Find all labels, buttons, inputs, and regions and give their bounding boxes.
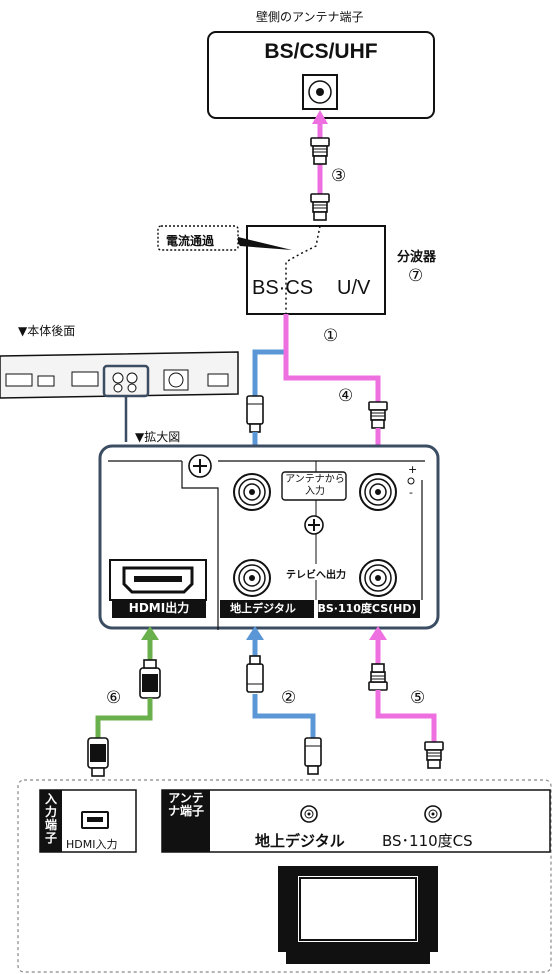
- cable-number-5: ⑤: [410, 688, 426, 708]
- tv-area: [17, 779, 552, 973]
- bs110-port-label: BS·110度CS(HD): [317, 602, 417, 615]
- svg-text:+: +: [408, 463, 417, 476]
- antenna-in-label: アンテナから入力: [285, 474, 345, 497]
- splitter-bs-cs-label: BS·CS: [252, 277, 314, 299]
- f-connector-4: [368, 401, 388, 429]
- hdmi-out-label: HDMI出力: [128, 601, 190, 615]
- cable-number-6: ⑥: [106, 688, 122, 708]
- cable-5: [368, 626, 444, 769]
- current-pass-label: 電流通過: [166, 234, 215, 248]
- tv-antenna-terminal-label: アンテナ端子: [167, 791, 204, 818]
- splitter-uv-label: U/V: [337, 277, 371, 299]
- rear-view-label: ▼本体後面: [18, 324, 76, 338]
- plug-connector-2a: [246, 655, 264, 693]
- wall-terminal-title: BS/CS/UHF: [264, 40, 378, 63]
- antenna-in-jack-terrestrial: [233, 473, 271, 511]
- cable-number-4: ④: [338, 386, 354, 406]
- rear-panel-zoom: + -: [98, 444, 440, 630]
- splitter-label: 分波器: [397, 250, 437, 265]
- tv-out-jack-terrestrial: [233, 559, 271, 597]
- f-connector-5b: [424, 741, 444, 769]
- splitter-number: ⑦: [408, 266, 424, 286]
- hdmi-plug-6b: [87, 737, 109, 777]
- f-connector-bottom: [310, 193, 330, 221]
- tv-terrestrial-label: 地上デジタル: [255, 832, 345, 850]
- wall-terminal-caption: 壁側のアンテナ端子: [256, 10, 364, 24]
- cable-2: [246, 626, 322, 775]
- zoom-view-label: ▼拡大図: [135, 430, 181, 444]
- tv-input-terminal-label: 入力端子: [44, 792, 57, 845]
- svg-text:-: -: [409, 486, 413, 499]
- hdmi-plug-6a: [139, 659, 161, 699]
- terrestrial-port-label: 地上デジタル: [230, 602, 296, 615]
- plug-connector-1: [246, 395, 264, 433]
- plug-connector-2b: [304, 737, 322, 775]
- tv-hdmi-in-label: HDMI入力: [66, 838, 118, 851]
- cable-6: [87, 626, 161, 777]
- f-connector-5a: [368, 663, 388, 691]
- recorder-rear-view: [0, 351, 239, 442]
- cable-number-2: ②: [281, 688, 297, 708]
- tv-out-label: テレビへ出力: [286, 570, 346, 581]
- tv-bs110-label: BS･110度CS: [382, 832, 473, 850]
- splitter: [157, 225, 386, 315]
- cable-number-3: ③: [331, 166, 347, 186]
- cable-number-1: ①: [323, 326, 339, 346]
- cable-3: [310, 110, 330, 221]
- cable-1: [246, 314, 289, 464]
- antenna-in-jack-bs: [359, 473, 397, 511]
- f-connector-top: [310, 137, 330, 165]
- tv-out-jack-bs: [359, 559, 397, 597]
